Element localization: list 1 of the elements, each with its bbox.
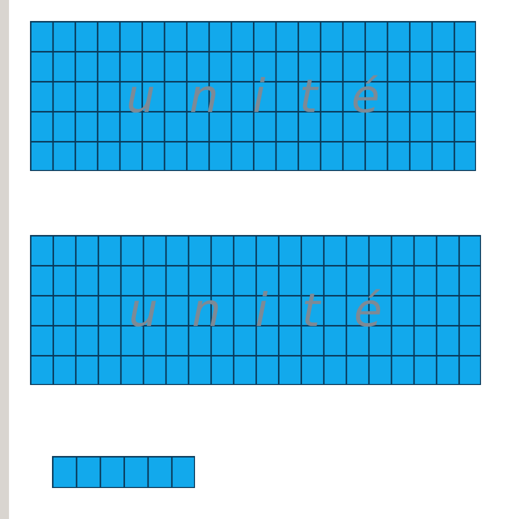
cell-strip: [52, 456, 195, 488]
